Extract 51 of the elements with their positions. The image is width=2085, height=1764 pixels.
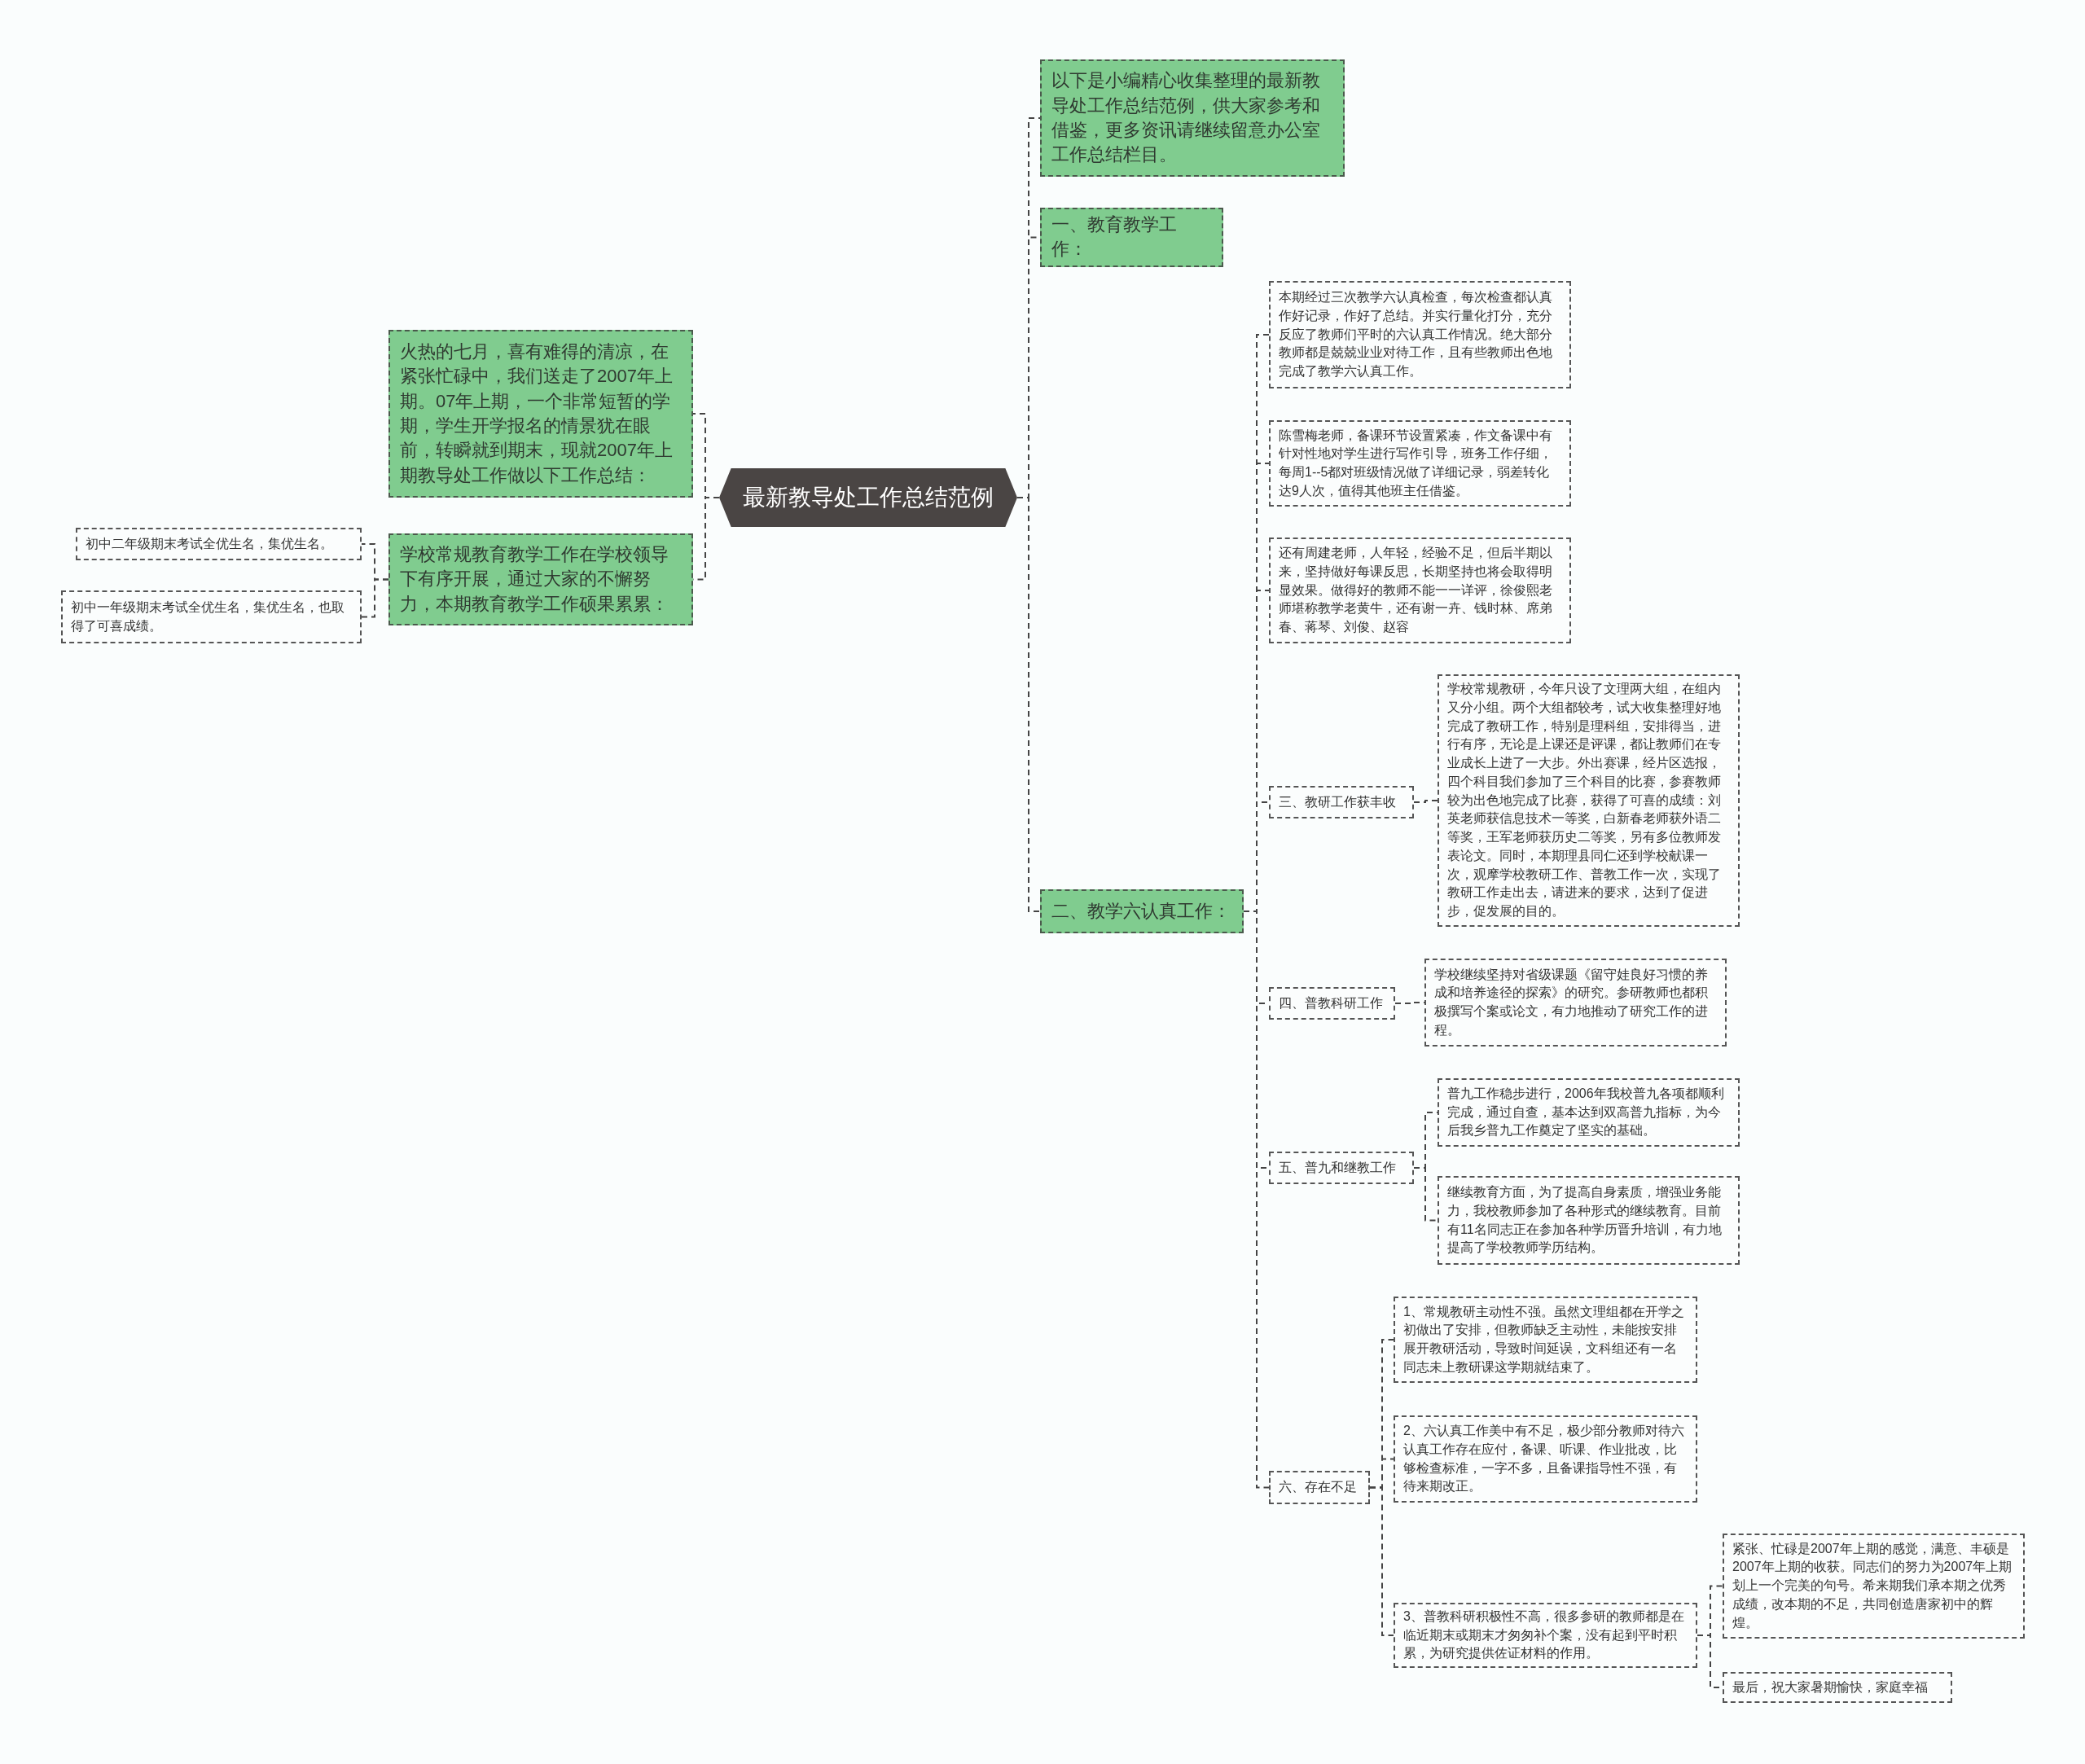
node-text: 本期经过三次教学六认真检查，每次检查都认真作好记录，作好了总结。并实行量化打分，充分反应了教师们平时的六认真工作情况。绝大部分教师都是兢兢业业对待工作，且有些教师出色地完成了教学六认真工作。 — [1279, 289, 1553, 380]
topic-box — [1040, 889, 1244, 933]
connector-line — [1369, 1486, 1394, 1636]
node-text: 初中二年级期末考试全优生名，集优生名。 — [86, 535, 334, 552]
topic-box — [388, 533, 693, 625]
central-topic — [719, 468, 1017, 527]
topic-box — [1040, 59, 1345, 177]
node-text: 陈雪梅老师，备课环节设置紧凑，作文备课中有针对性地对学生进行写作引导，班务工作仔细，每周1--5都对班级情况做了详细记录，弱差转化达9人次，值得其他班主任借鉴。 — [1279, 427, 1553, 499]
node-text: 二、教学六认真工作： — [1051, 899, 1231, 923]
note-box — [1269, 420, 1571, 507]
node-text: 四、普教科研工作 — [1279, 994, 1384, 1011]
node-text: 还有周建老师，人年轻，经验不足，但后半期以来，坚持做好每课反思，长期坚持也将会取得明显效果。做得好的教师不能一一详评，徐俊熙老师堪称教学老黄牛，还有谢一卉、钱时林、席弟春、蒋琴、刘俊、赵容 — [1279, 545, 1553, 636]
node-text: 3、普教科研积极性不高，很多参研的教师都是在临近期末或期末才匆匆补个案，没有起到平时积累，为研究提供佐证材料的作用。 — [1403, 1608, 1685, 1662]
node-text: 五、普九和继教工作 — [1279, 1159, 1397, 1176]
note-box — [1438, 1176, 1740, 1265]
node-text: 2、六认真工作美中有不足，极少部分教师对待六认真工作存在应付，备课、听课、作业批改，比够检查标准，一字不多，且备课指导性不强，有待来期改正。 — [1403, 1423, 1685, 1495]
node-text: 学校常规教研，今年只设了文理两大组，在组内又分小组。两个大组都较考，试大收集整理好地完成了教研工作，特别是理科组，安排得当，进行有序，无论是上课还是评课，都让教师们在专业成长上进了一大步。外出赛课，经片区选报，四个科目我们参加了三个科目的比赛，参赛教师较为出色地完成了比赛，获得了可喜的成绩：刘英老师获信息技术一等奖，白新春老师获外语二等奖，王军老师获历史二等奖，另有多位教师发表论文。同时，本期理县同仁还到学校献课一次，观摩学校教研工作、普教工作一次，实现了教研工作走出去，请进来的要求，达到了促进步，促发展的目的。 — [1447, 681, 1722, 919]
node-text: 火热的七月，喜有难得的清凉，在紧张忙碌中，我们送走了2007年上期。07年上期，一个非常短暂的学期，学生开学报名的情景犹在眼前，转瞬就到期末，现就2007年上期教导处工作做以下工作总结： — [400, 340, 674, 487]
note-box — [1394, 1415, 1697, 1503]
note-box — [1723, 1672, 1952, 1703]
node-text: 最后，祝大家暑期愉快，家庭幸福 — [1732, 1678, 1929, 1696]
note-box — [76, 528, 362, 560]
node-text: 初中一年级期末考试全优生名，集优生名，也取得了可喜成绩。 — [71, 599, 345, 634]
note-box — [1424, 959, 1727, 1047]
node-text: 最新教导处工作总结范例 — [742, 484, 994, 511]
note-box — [1269, 281, 1571, 388]
topic-box — [1040, 208, 1223, 267]
node-text: 六、存在不足 — [1279, 1479, 1358, 1496]
note-box — [1723, 1534, 2025, 1639]
node-text: 学校继续坚持对省级课题《留守娃良好习惯的养成和培养途径的探索》的研究。参研教师也都积极撰写个案或论文，有力地推动了研究工作的进程。 — [1434, 966, 1709, 1038]
connector-line — [361, 578, 389, 618]
connector-line — [1413, 800, 1438, 803]
connector-line — [1413, 1167, 1438, 1222]
note-box — [1269, 987, 1395, 1020]
node-text: 三、教研工作获丰收 — [1279, 793, 1397, 810]
node-text: 以下是小编精心收集整理的最新教导处工作总结范例，供大家参考和借鉴，更多资讯请继续留意办公室工作总结栏目。 — [1051, 69, 1321, 167]
note-box — [1438, 1078, 1740, 1147]
note-box — [1394, 1603, 1697, 1669]
note-box — [1269, 1152, 1414, 1184]
node-text: 紧张、忙碌是2007年上期的感觉，满意、丰硕是2007年上期的收获。同志们的努力为2007年上期划上一个完美的句号。希来期我们承本期之优秀成绩，改本期的不足，共同创造唐家初中的辉煌。 — [1732, 1540, 2013, 1631]
note-box — [1269, 1471, 1370, 1504]
note-box — [1269, 538, 1571, 643]
node-text: 学校常规教育教学工作在学校领导下有序开展，通过大家的不懈努力，本期教育教学工作硕果累累： — [400, 542, 669, 616]
note-box — [1394, 1297, 1697, 1383]
node-text: 一、教育教学工作： — [1051, 213, 1178, 261]
note-box — [1269, 786, 1414, 818]
topic-box — [388, 330, 693, 498]
node-text: 1、常规教研主动性不强。虽然文理组都在开学之初做出了安排，但教师缺乏主动性，未能按安排展开教研活动，导致时间延误，文科组还有一名同志未上教研课这学期就结束了。 — [1403, 1303, 1685, 1376]
note-box — [61, 590, 362, 643]
node-text: 继续教育方面，为了提高自身素质，增强业务能力，我校教师参加了各种形式的继续教育。目前有11名同志正在参加各种学历晋升培训，有力地提高了学校教师学历结构。 — [1447, 1184, 1723, 1257]
node-text: 普九工作稳步进行，2006年我校普九各项都顺利完成，通过自查，基本达到双高普九指标，为今后我乡普九工作奠定了坚实的基础。 — [1447, 1085, 1725, 1139]
